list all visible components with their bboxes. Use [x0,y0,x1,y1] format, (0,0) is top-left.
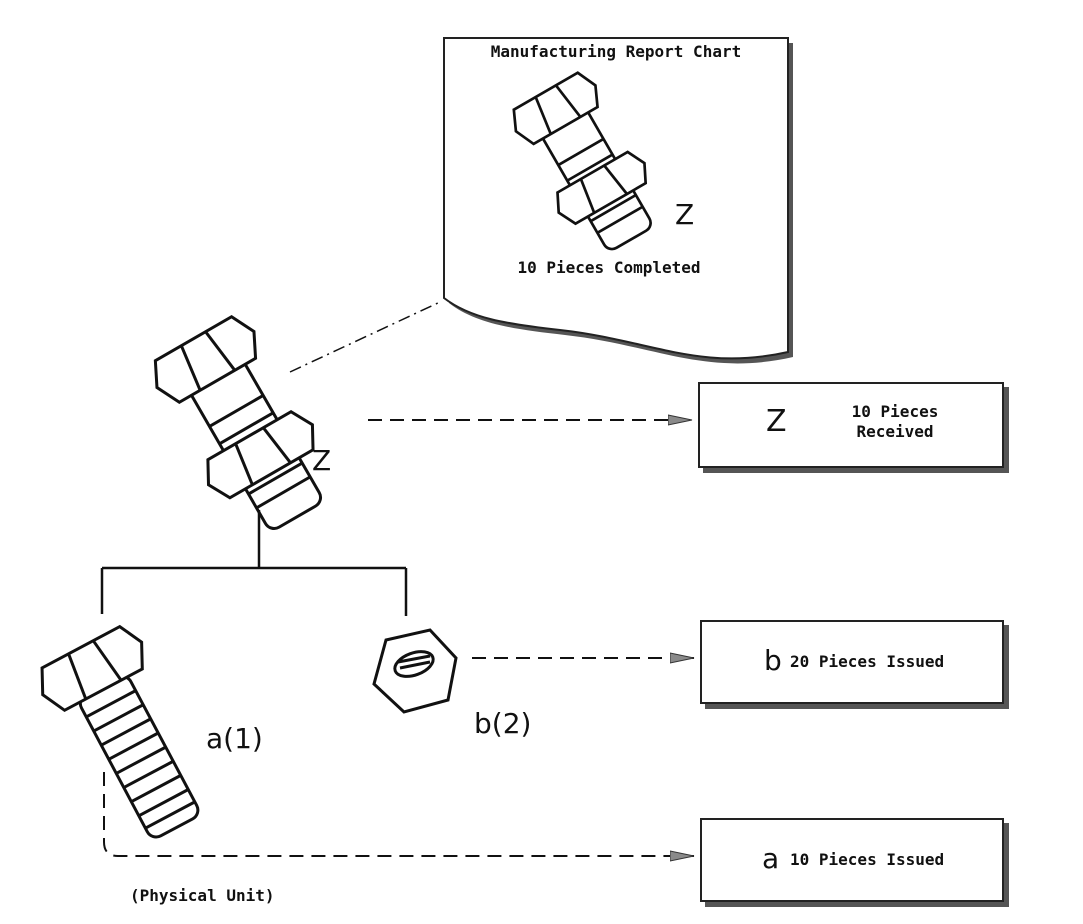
received-code: Z [766,404,787,439]
received-text: 10 Pieces Received [820,402,970,442]
bom-tree-connector [100,510,408,616]
report-status: 10 Pieces Completed [517,258,701,277]
issued-a-text: 10 Pieces Issued [790,850,945,869]
part-b-label: b(2) [474,707,532,740]
bolt-a-icon [40,624,200,839]
received-line1: 10 Pieces [851,402,939,421]
nut-b-icon [372,628,458,714]
physical-unit-caption: (Physical Unit) [130,886,275,905]
issued-b-text: 20 Pieces Issued [790,652,945,671]
issued-b-code: b [764,644,782,677]
issued-a-box: a 10 Pieces Issued [700,818,1004,902]
report-assembly-icon [512,71,652,251]
issued-b-box: b 20 Pieces Issued [700,620,1004,704]
report-chart-title: Manufacturing Report Chart [490,42,742,61]
issued-a-arrow [103,772,694,856]
received-box: Z 10 Pieces Received [698,382,1004,468]
report-item-label: Z [675,198,695,231]
assembly-z-icon [153,314,323,530]
part-a-label: a(1) [206,722,263,755]
assembly-label: Z [312,444,332,477]
received-line2: Received [856,422,934,441]
report-link-line [289,301,441,373]
issued-a-code: a [762,842,780,875]
